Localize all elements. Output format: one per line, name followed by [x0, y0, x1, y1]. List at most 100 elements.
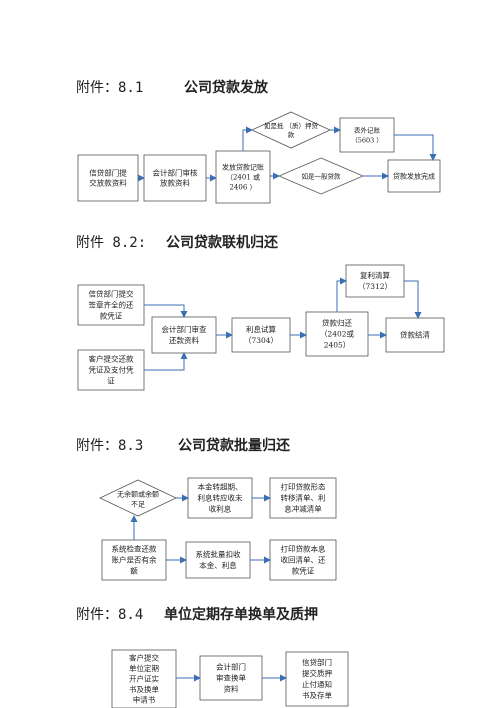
node-label-line: 2405） [324, 341, 351, 350]
node-label-line: 利息转应收未 [198, 493, 243, 503]
node-label-line: 会计部门审核 [153, 168, 198, 178]
node-label-line: 收利息 [209, 504, 232, 514]
node-label-line: 收回清单、还 [281, 555, 326, 565]
node-label-line: 息冲减清单 [284, 504, 322, 514]
node-label-line: 信贷部门 [302, 657, 332, 667]
node-label-line: （2402或 [320, 329, 355, 339]
node-label-line: 额 [130, 566, 138, 576]
node-loan-disbursement-posting [215, 150, 271, 204]
section-title-8-3: 附件：8.3 公司贷款批量归还 [76, 435, 290, 455]
section-title-8-4: 附件：8.4 单位定期存单换单及质押 [76, 604, 318, 624]
node-label-line: 申请书 [133, 695, 156, 705]
node-label-line: 会计部门 [216, 662, 246, 672]
node-system-check-account-balance [101, 539, 167, 581]
node-label: 信贷部门提交放款资料 [89, 168, 127, 188]
section-title-8-2: 附件 8.2: 公司贷款联机归还 [76, 232, 278, 252]
node-label-line: 无余额或余额 [117, 489, 159, 498]
node-label: 贷款发放完成 [393, 171, 435, 180]
section-label: 附件：8.4 [76, 607, 144, 623]
node-loan-repayment [305, 311, 369, 357]
node-credit-submit-repayment-voucher [77, 284, 145, 326]
node-label: 贷款归还（2402或 2405） [320, 318, 355, 350]
node-label-line: 信贷部门提交 [89, 289, 134, 299]
node-label: 如是抵 （质）押贷款 [264, 121, 319, 139]
section-name: 公司贷款批量归还 [178, 438, 290, 454]
node-accounting-review-exchange-docs [199, 655, 263, 701]
node-label-line: 放款资料 [160, 178, 190, 188]
node-system-batch-deduction [185, 541, 251, 579]
flow-8-2: 信贷部门提交签章齐全的还款凭证 客户提交还款凭证及支付凭证 会计部门审查还款资料… [77, 264, 445, 391]
node-label-line: （7312） [358, 282, 392, 291]
node-label-line: 系统检查还款 [112, 544, 157, 554]
node-label-line: 证 [107, 377, 115, 386]
node-label-line: 款凭证 [292, 566, 315, 576]
flow-8-3: 无余额或余额不足 本金转超期、利息转应收未收利息 打印贷款形态转移清单、利息冲减… [99, 477, 337, 581]
node-label-line: 2406 ） [229, 183, 256, 191]
node-label-line: 本金、利息 [199, 560, 237, 570]
node-label-line: 打印贷款形态 [281, 482, 326, 492]
node-label-line: 资料 [224, 684, 239, 694]
node-label-line: 贷款归还 [322, 318, 352, 328]
node-label-line: 贷款结清 [400, 330, 430, 340]
node-label-line: （5603 ） [351, 136, 383, 144]
node-label-line: 账户是否有余 [112, 555, 157, 565]
node-label-line: 本金转超期、 [198, 482, 243, 492]
node-label-line: 利息试算 [246, 324, 276, 334]
decision-no-or-insufficient-balance [99, 479, 177, 517]
node-label-line: 款 [288, 130, 295, 139]
node-print-loan-recovery-list [269, 539, 337, 581]
node-label-line: 如是抵 （质）押贷 [264, 121, 319, 130]
node-credit-submit-loan-docs [77, 154, 139, 202]
node-label-line: 客户提交 [129, 653, 159, 663]
node-label-line: 单位定期 [129, 663, 159, 673]
node-credit-submit-pledge-notice [285, 651, 349, 707]
section-title-8-1: 附件：8.1 公司贷款发放 [76, 77, 268, 97]
node-label-line: 凭证及支付凭 [89, 365, 134, 375]
node-label-line: 不足 [131, 500, 145, 508]
node-label: 客户提交还款凭证及支付凭证 [89, 354, 134, 386]
section-name: 公司贷款发放 [184, 80, 268, 96]
node-label: 会计部门审查还款资料 [162, 324, 207, 345]
node-label-line: （2401 或 [226, 172, 260, 181]
section-label: 附件：8.1 [76, 80, 144, 96]
node-label-line: 系统批量扣收 [196, 549, 241, 559]
node-label: 复利清算 （7312） [358, 270, 392, 291]
node-customer-submit-deposit-certificate [111, 649, 177, 708]
node-label-line: 开户证实 [129, 674, 159, 684]
node-print-loan-status-transfer-list [269, 477, 337, 519]
node-label-line: 书及存单 [302, 690, 332, 700]
arrow [336, 277, 347, 312]
node-label-line: 复利清算 [360, 270, 390, 280]
node-label-line: 提交质押 [302, 668, 332, 678]
node-interest-trial-calc [231, 317, 291, 353]
section-label: 附件 8.2: [76, 235, 147, 251]
node-label-line: 信贷部门提 [89, 168, 127, 178]
arrow [242, 126, 253, 151]
node-label: 无余额或余额不足 [117, 489, 159, 508]
arrow [144, 304, 188, 318]
node-label-line: 还款资料 [169, 335, 199, 345]
node-accounting-review-repayment-docs [151, 316, 217, 354]
node-label: 打印贷款本息收回清单、还款凭证 [281, 544, 326, 576]
node-principal-overdue-transfer [187, 477, 253, 519]
node-label: 打印贷款形态转移清单、利息冲减清单 [281, 482, 326, 514]
section-name: 单位定期存单换单及质押 [164, 607, 318, 623]
node-label-line: 止付通知 [302, 679, 332, 689]
node-label: 系统检查还款账户是否有余额 [112, 544, 157, 576]
node-label: 如是一般贷款 [302, 171, 342, 180]
node-label: 客户提交单位定期开户证实书及换单申请书 [129, 653, 159, 705]
node-label-line: 发放贷款记账 [222, 162, 264, 171]
node-label-line: 款凭证 [100, 311, 123, 321]
decision-mortgage-pledge-loan [251, 111, 331, 149]
flow-8-4: 客户提交单位定期开户证实书及换单申请书 会计部门审查换单资料 信贷部门提交质押止… [111, 649, 349, 708]
node-label-line: 签章齐全的还 [89, 300, 134, 310]
node-label: 本金转超期、利息转应收未收利息 [198, 482, 243, 514]
node-label-line: 转移清单、利 [281, 493, 326, 503]
node-customer-submit-repayment-voucher [77, 349, 145, 391]
node-label-line: 审查换单 [216, 673, 246, 683]
node-label-line: 贷款发放完成 [393, 171, 435, 180]
node-label: 表外记账（5603 ） [351, 125, 383, 144]
node-label: 系统批量扣收本金、利息 [196, 549, 241, 570]
node-label-line: 打印贷款本息 [281, 544, 326, 554]
